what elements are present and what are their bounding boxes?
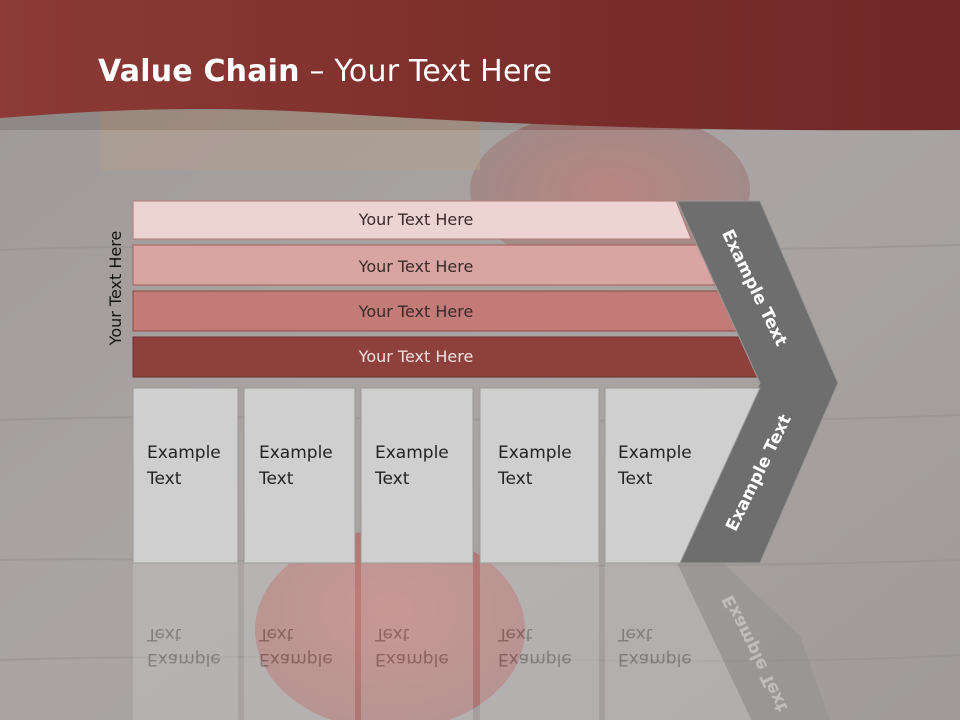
box-4-line2: Text [497, 469, 533, 489]
box-3 [360, 387, 474, 564]
reflection-arrow [677, 563, 830, 720]
header-band [0, 0, 960, 131]
reflection-box [480, 563, 599, 720]
reflection-text: Text [258, 624, 294, 644]
reflection-boxes [133, 563, 830, 720]
reflection-text: Text [146, 624, 182, 644]
box-5 [604, 387, 761, 564]
reflection-text: Example [375, 649, 449, 669]
reflection-box [244, 563, 355, 720]
reflection-box [605, 563, 752, 720]
row-4-label: Your Text Here [358, 347, 474, 366]
box-2 [243, 387, 356, 564]
chevron-arrow [676, 200, 839, 564]
box-1 [132, 387, 239, 564]
box-1-line1: Example [147, 443, 221, 463]
title-bold: Value Chain [98, 54, 300, 89]
row-3-label: Your Text Here [358, 302, 474, 321]
box-5-line2: Text [617, 469, 653, 489]
reflection-box [361, 563, 473, 720]
reflection-text: Text [617, 624, 653, 644]
slide-title: Value Chain – Your Text Here [98, 54, 552, 89]
reflection-text: Example [618, 649, 692, 669]
reflection-text: Text [497, 624, 533, 644]
box-3-line1: Example [375, 443, 449, 463]
reflection-text: Example [498, 649, 572, 669]
reflection-text: Example [147, 649, 221, 669]
apple-bottom [255, 530, 525, 720]
box-3-line2: Text [374, 469, 410, 489]
row-2-label: Your Text Here [358, 257, 474, 276]
box-4 [479, 387, 600, 564]
reflection: Example Text Example Text Example Text E… [133, 563, 830, 720]
box-4-line1: Example [498, 443, 572, 463]
reflection-text: Text [374, 624, 410, 644]
row-1-shape [132, 200, 692, 240]
reflection-box [133, 563, 238, 720]
row-1-label: Your Text Here [358, 210, 474, 229]
box-1-line2: Text [146, 469, 182, 489]
reflection-text: Example [259, 649, 333, 669]
box-2-line1: Example [259, 443, 333, 463]
basket-fibers [100, 110, 480, 170]
box-2-line2: Text [258, 469, 294, 489]
title-rest: – Your Text Here [299, 54, 553, 89]
box-5-line1: Example [618, 443, 692, 463]
